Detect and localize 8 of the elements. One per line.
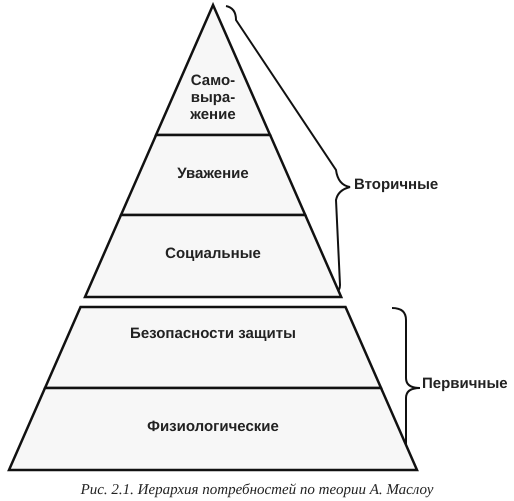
figure-caption: Рис. 2.1. Иерархия потребностей по теории А. Маслоу	[80, 482, 434, 499]
group-label: Вторичные	[354, 176, 438, 193]
layer-label: Само- выра- жение	[189, 72, 237, 123]
layer-label: Уважение	[176, 165, 250, 182]
layer-label: Физиологические	[146, 418, 280, 435]
group-label: Первичные	[422, 375, 508, 392]
layer-label: Безопасности защиты	[129, 325, 297, 342]
layer-label: Социальные	[164, 245, 262, 262]
